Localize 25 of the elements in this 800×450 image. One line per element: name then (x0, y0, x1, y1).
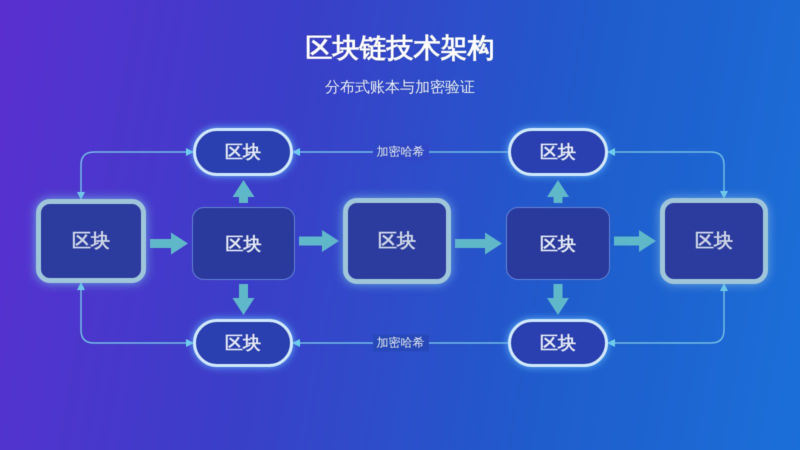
connector-arrow (77, 282, 194, 347)
block-arrow (547, 180, 569, 203)
block-box: 区块 (36, 199, 146, 283)
block-box: 区块 (343, 198, 451, 284)
block-arrow (547, 284, 569, 315)
connector-arrow (607, 283, 728, 347)
edge-label: 加密哈希 (372, 144, 428, 160)
block-arrow (150, 232, 188, 254)
block-box: 区块 (506, 207, 610, 280)
subtitle: 分布式账本与加密验证 (324, 78, 476, 97)
title: 区块链技术架构 (304, 32, 496, 66)
block-pill: 区块 (508, 319, 608, 367)
block-box: 区块 (660, 198, 768, 284)
connector-arrow (607, 148, 728, 199)
connector-arrow (77, 148, 194, 200)
block-pill: 区块 (193, 319, 293, 367)
block-arrow (232, 284, 254, 315)
block-pill: 区块 (508, 128, 608, 176)
block-arrow (455, 232, 502, 254)
block-arrow (299, 230, 339, 252)
block-arrow (614, 230, 656, 252)
block-box: 区块 (192, 207, 295, 280)
block-arrow (232, 180, 254, 203)
block-pill: 区块 (193, 128, 293, 176)
edge-label: 加密哈希 (372, 334, 428, 352)
